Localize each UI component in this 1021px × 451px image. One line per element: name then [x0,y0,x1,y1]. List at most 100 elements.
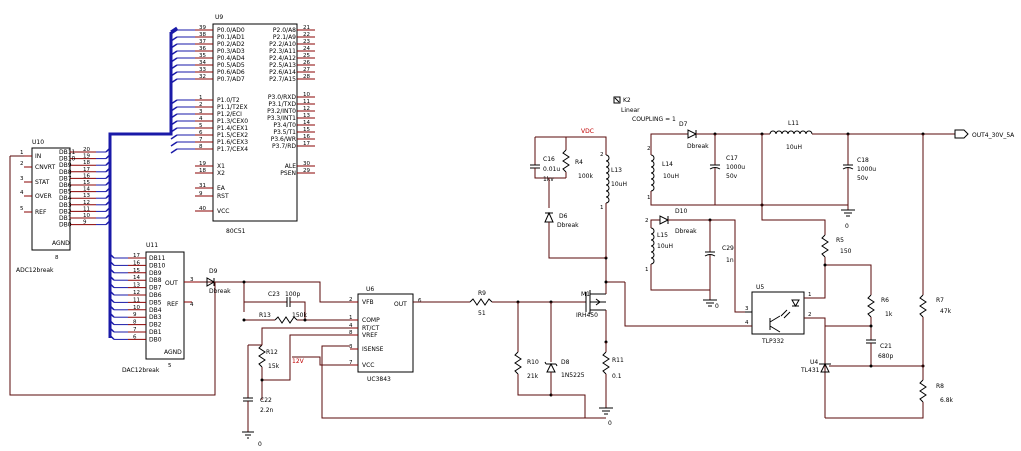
u9-pin-num: 23 [303,39,310,45]
u9-pin-num: 18 [199,168,206,174]
l15-inductor: 2 1 L15 10uH [645,218,673,273]
u10-pin-label: DB5 [59,189,72,196]
u11-out-label: OUT [165,280,178,287]
u10-pin-label: DB9 [59,162,72,169]
output-port[interactable]: OUT4_30V_5A [954,129,1015,139]
u11-pin-num: 14 [133,275,140,281]
u9-pin-label: P3.6/WR [271,136,296,143]
u10-pin-num: 16 [83,173,90,179]
u5-optocoupler[interactable]: U5 TLP332 3 4 1 2 [624,265,826,418]
svg-text:R6: R6 [881,297,889,304]
u9-pin-label: P3.2/INT0 [267,108,296,115]
u6-pin-label: VREF [362,332,378,339]
u6-pin-num: 1 [349,315,353,321]
c17-capacitor: C17 1000u 50v [709,134,745,205]
c22-capacitor: C22 2.2n [243,345,274,432]
u6-pin-label: COMP [362,317,380,324]
u9-pin-label: P2.0/A8 [273,27,296,34]
svg-text:0.1: 0.1 [612,373,622,380]
u11-pin-label: DB6 [149,292,162,299]
u6-body [357,293,414,373]
u11-pin-label: DB7 [149,285,162,292]
svg-text:C18: C18 [857,157,869,164]
u11-ref-num: 4 [190,302,194,308]
net-vdc: VDC [581,128,594,135]
svg-text:1k: 1k [885,311,893,318]
svg-text:0: 0 [608,420,612,427]
r9-resistor: R9 51 [469,290,493,317]
svg-text:0: 0 [715,303,719,310]
u11-pin-num: 8 [133,320,137,326]
u10-pin-num: 17 [83,167,90,173]
u5-body [751,291,805,335]
u11-pin-label: DB5 [149,299,162,306]
u9-pin-num: 17 [303,141,310,147]
ground-symbol-r11: 0 [599,407,613,427]
m1-mosfet: M1 IRH450 [576,290,606,319]
u11-pin-num: 6 [133,334,137,340]
svg-text:2.2n: 2.2n [260,407,274,414]
u9-pin-num: 16 [303,134,310,140]
svg-text:Dbreak: Dbreak [557,222,579,229]
svg-text:0: 0 [845,223,849,230]
r11-resistor: R11 0.1 [602,342,624,408]
u11-pin-label: DB9 [149,270,162,277]
u11-out-num: 3 [190,277,194,283]
u9-pin-num: 37 [199,39,206,45]
u9-part: 80C51 [226,228,246,235]
u9-pin-label: P2.1/A9 [273,34,296,41]
u9-pin-label: P1.3/CEX0 [217,118,248,125]
svg-text:D6: D6 [559,213,568,220]
u9-pin-label: VCC [217,208,229,215]
u4-shunt-regulator: U4 TL431 [800,359,923,374]
u9-pin-num: 5 [199,123,203,129]
r7-resistor: R7 47k [919,134,952,380]
u10-pin-num: 3 [20,176,24,182]
svg-text:3: 3 [745,306,749,312]
svg-text:680p: 680p [878,353,893,360]
k2-coupling: K2 Linear COUPLING = 1 [613,96,676,123]
u9-pin-label: P3.0/RXD [268,94,296,101]
svg-text:R9: R9 [478,290,486,297]
u9-pin-num: 1 [199,95,203,101]
r6-resistor: R6 1k [867,294,893,340]
svg-text:R11: R11 [612,357,624,364]
r4-resistor: R4 100k [562,149,593,180]
u11-pin-num: 16 [133,260,140,266]
output-net-label: OUT4_30V_5A [972,132,1015,139]
svg-text:4: 4 [745,320,749,326]
u9-pin-num: 35 [199,53,206,59]
svg-text:6.8k: 6.8k [940,397,954,404]
u9-pin-label: P1.5/CEX2 [217,132,248,139]
u11-body [145,251,185,360]
u10-agnd-num: 8 [55,255,59,261]
u9-pin-label: P0.2/AD2 [217,41,245,48]
u6-pin-label: RT/CT [362,325,380,332]
u11-agnd-num: 5 [168,363,172,369]
u10-agnd: AGND [52,240,70,247]
u9-pin-label: P2.3/A11 [269,48,296,55]
u10-pin-num: 9 [83,220,87,226]
svg-text:C29: C29 [722,245,734,252]
u10-pin-num: 2 [20,161,24,167]
u10-pin-label: DB10 [59,156,76,163]
u10-pin-num: 18 [83,160,90,166]
u9-pin-label: P2.2/A10 [269,41,296,48]
u9-pin-label: P1.0/T2 [217,97,240,104]
u9-pin-label: P1.6/CEX3 [217,139,248,146]
u6-pin-label: ISENSE [362,346,384,353]
u10-pin-label: DB6 [59,182,72,189]
u9-pin-label: X1 [217,163,225,170]
u9-pin-label: P3.3/INT1 [267,115,296,122]
u10-pin-label: DB4 [59,195,72,202]
c23-capacitor: C23 100p [244,291,350,321]
svg-text:51: 51 [478,310,486,317]
u9-pin-label: P1.7/CEX4 [217,146,248,153]
u10-pin-num: 1 [20,150,24,156]
svg-text:10uH: 10uH [786,144,802,151]
